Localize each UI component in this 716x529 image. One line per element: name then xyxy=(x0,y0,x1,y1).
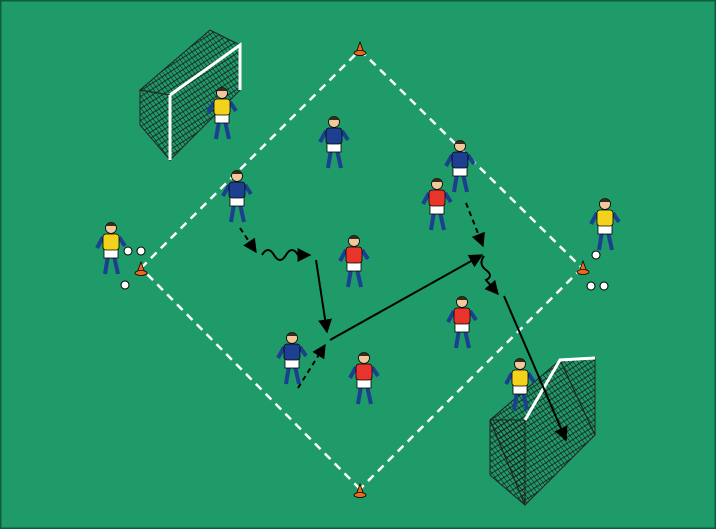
ball xyxy=(121,281,129,289)
ball xyxy=(124,247,132,255)
ball xyxy=(600,282,608,290)
ball xyxy=(137,247,145,255)
ball xyxy=(592,251,600,259)
ball xyxy=(587,282,595,290)
